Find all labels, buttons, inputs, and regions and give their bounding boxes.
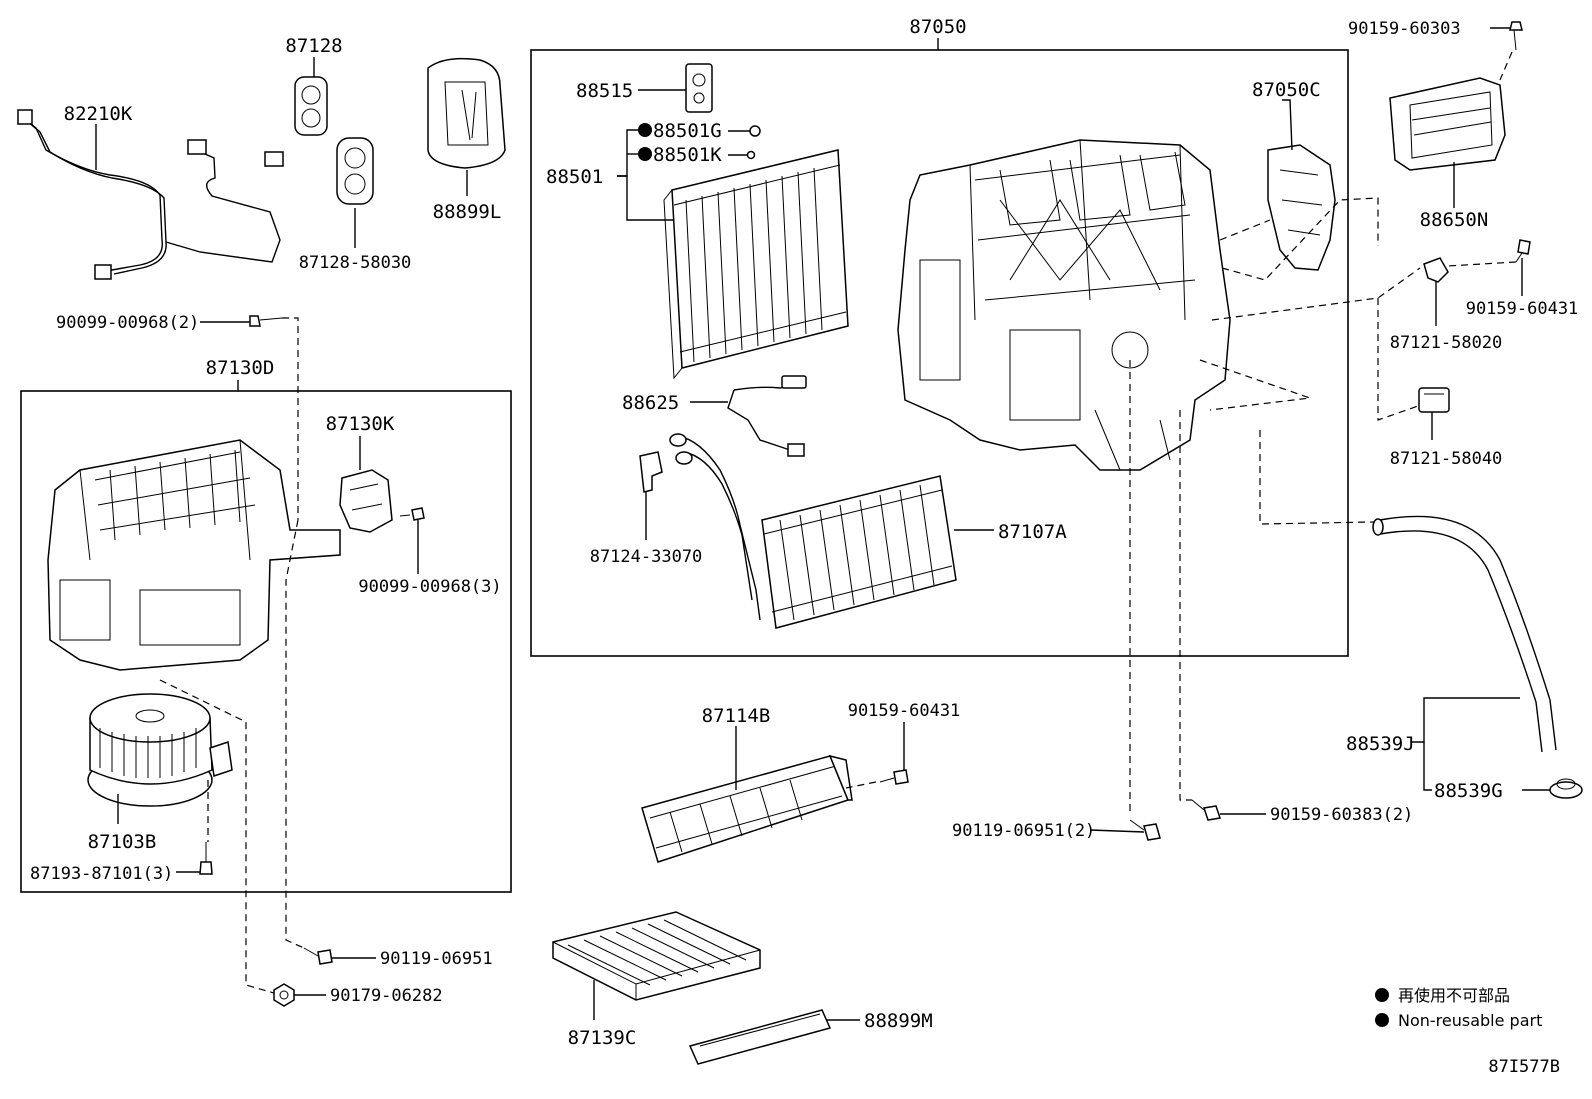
label-90159-60431-b[interactable]: 90159-60431	[848, 701, 961, 721]
label-88501K[interactable]: 88501K	[653, 144, 722, 166]
label-88515[interactable]: 88515	[576, 80, 633, 102]
non-reusable-marker-88501G	[638, 123, 652, 137]
cabin-filter-part[interactable]	[552, 911, 761, 1001]
label-87139C[interactable]: 87139C	[568, 1027, 637, 1049]
screw-90099-00968-2-part[interactable]	[249, 315, 283, 327]
figure-code: 87I577B	[1488, 1057, 1560, 1077]
screw-90159-60431-a-part[interactable]	[1515, 239, 1531, 263]
label-87193-87101-3[interactable]: 87193-87101(3)	[30, 864, 173, 884]
heater-core-part[interactable]	[669, 433, 957, 629]
blower-motor-part[interactable]	[87, 693, 233, 807]
label-87050C[interactable]: 87050C	[1252, 79, 1321, 101]
label-87114B[interactable]: 87114B	[702, 705, 771, 727]
label-88539J[interactable]: 88539J	[1346, 733, 1415, 755]
filter-housing-87114B-part[interactable]	[641, 754, 853, 863]
label-90179-06282[interactable]: 90179-06282	[330, 986, 443, 1006]
label-87130K[interactable]: 87130K	[326, 413, 395, 435]
label-87107A[interactable]: 87107A	[998, 521, 1067, 543]
grommet-87128-part[interactable]	[294, 76, 328, 136]
label-88899M[interactable]: 88899M	[864, 1010, 933, 1032]
label-88625[interactable]: 88625	[622, 392, 679, 414]
assembly-dashed-lines	[159, 51, 1517, 994]
expansion-valve-part[interactable]	[685, 63, 713, 113]
label-88501[interactable]: 88501	[546, 166, 603, 188]
label-88501G[interactable]: 88501G	[653, 120, 722, 142]
nut-90179-06282-part[interactable]	[273, 983, 295, 1007]
label-87050[interactable]: 87050	[909, 16, 966, 38]
label-88539G[interactable]: 88539G	[1434, 780, 1503, 802]
thermistor-part[interactable]	[727, 375, 807, 457]
label-88899L[interactable]: 88899L	[433, 201, 502, 223]
control-module-part[interactable]	[1389, 77, 1506, 171]
legend-text-jp: 再使用不可部品	[1398, 986, 1510, 1005]
legend: 再使用不可部品 Non-reusable part	[1375, 986, 1542, 1030]
clip-87121-58020-part[interactable]	[1423, 257, 1449, 283]
screw-90099-00968-3-part[interactable]	[399, 507, 425, 521]
legend-text-en: Non-reusable part	[1398, 1011, 1542, 1030]
label-90119-06951-2[interactable]: 90119-06951(2)	[952, 821, 1095, 841]
clip-87121-58040-part[interactable]	[1418, 387, 1450, 413]
label-90099-00968-2[interactable]: 90099-00968(2)	[56, 313, 199, 333]
seal-88899M-part[interactable]	[688, 1009, 832, 1065]
evaporator-part[interactable]	[663, 149, 849, 380]
drain-hose-part[interactable]	[1372, 515, 1557, 753]
duct-87050C-part[interactable]	[1267, 144, 1336, 271]
hvac-case-part[interactable]	[897, 139, 1231, 471]
o-ring-88501K-part[interactable]	[746, 150, 756, 160]
wire-harness-part[interactable]	[17, 109, 284, 280]
label-90159-60383-2[interactable]: 90159-60383(2)	[1270, 805, 1413, 825]
screw-90159-60431-b-part[interactable]	[879, 769, 909, 785]
leader-lines	[95, 27, 1550, 1021]
label-88650N[interactable]: 88650N	[1420, 209, 1489, 231]
label-87130D[interactable]: 87130D	[206, 357, 275, 379]
label-90099-00968-3[interactable]: 90099-00968(3)	[358, 577, 501, 597]
label-87128[interactable]: 87128	[285, 35, 342, 57]
label-90159-60303[interactable]: 90159-60303	[1348, 19, 1461, 39]
screw-90119-06951-2-part[interactable]	[1129, 819, 1161, 841]
label-87124-33070[interactable]: 87124-33070	[590, 547, 703, 567]
label-87121-58020[interactable]: 87121-58020	[1390, 333, 1503, 353]
grommet-87128-58030-part[interactable]	[336, 137, 374, 205]
screw-87193-87101-3-part[interactable]	[199, 842, 213, 875]
label-90119-06951[interactable]: 90119-06951	[380, 949, 493, 969]
blower-case-part[interactable]	[47, 439, 341, 671]
label-82210K[interactable]: 82210K	[64, 103, 133, 125]
part-labels: 87050 87128 82210K 87128-58030 88899L 88…	[30, 16, 1578, 1049]
screw-90119-06951-part[interactable]	[303, 947, 333, 965]
label-87128-58030[interactable]: 87128-58030	[299, 253, 412, 273]
label-87121-58040[interactable]: 87121-58040	[1390, 449, 1503, 469]
blower-resistor-part[interactable]	[339, 469, 393, 533]
o-ring-88501G-part[interactable]	[749, 125, 761, 137]
clamp-87124-33070-part[interactable]	[639, 451, 663, 493]
non-reusable-marker-88501K	[638, 147, 652, 161]
screw-90159-60303-part[interactable]	[1509, 21, 1523, 51]
seal-88899L-part[interactable]	[427, 57, 506, 169]
legend-marker-jp	[1375, 988, 1389, 1002]
drain-cap-part[interactable]	[1549, 778, 1583, 799]
label-87103B[interactable]: 87103B	[88, 831, 157, 853]
blower-assembly-box	[20, 390, 512, 893]
legend-marker-en	[1375, 1013, 1389, 1027]
screw-90159-60383-2-part[interactable]	[1191, 799, 1221, 821]
label-90159-60431-a[interactable]: 90159-60431	[1466, 299, 1579, 319]
unit-assembly-box	[530, 49, 1349, 657]
